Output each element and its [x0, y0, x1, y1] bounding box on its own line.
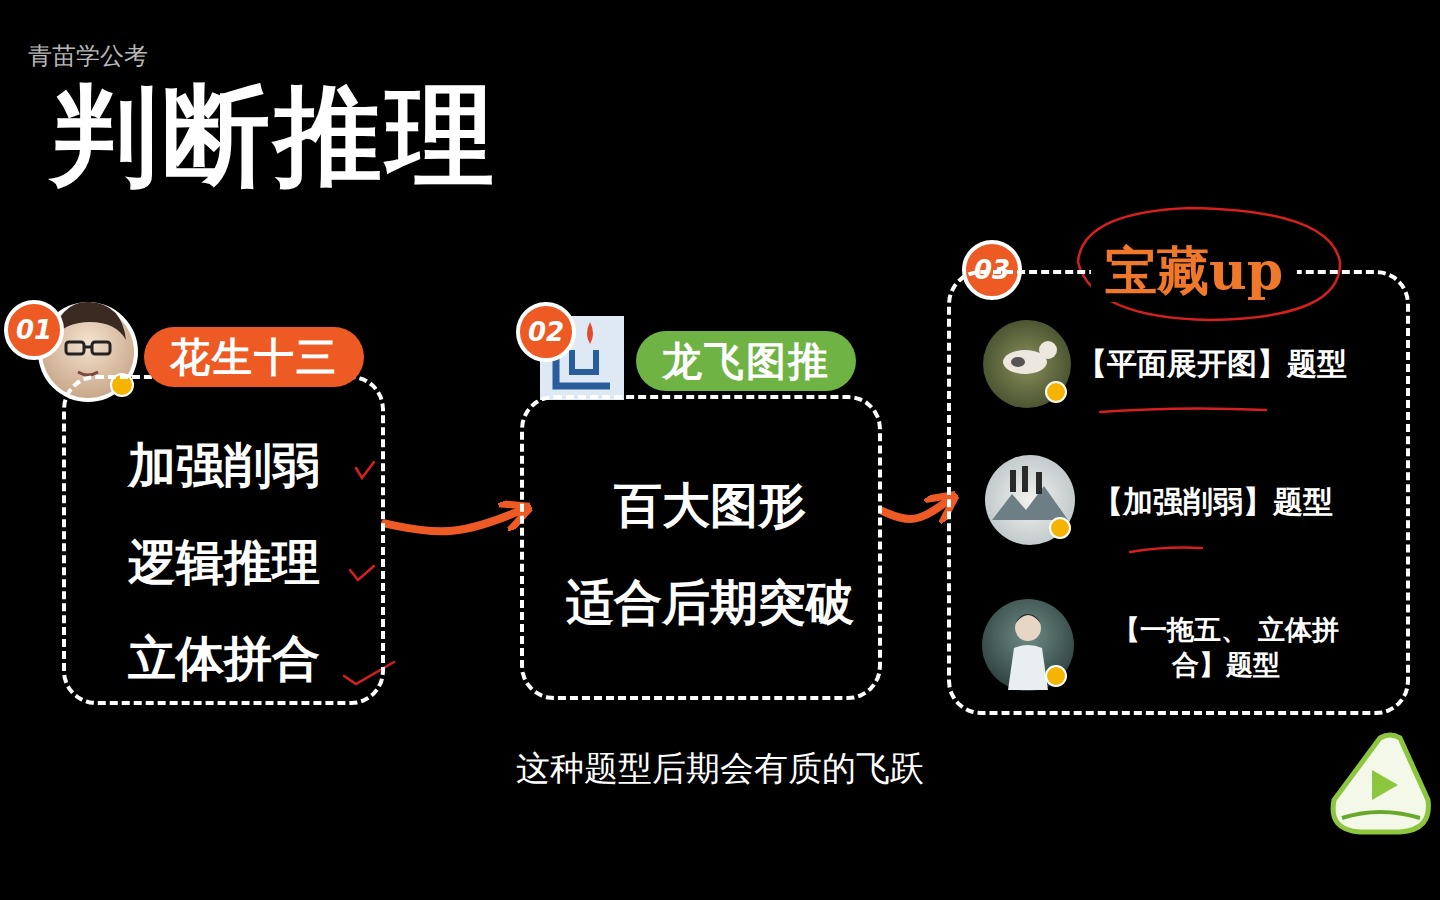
- brand-logo: [1333, 735, 1428, 832]
- flow-arrow: [385, 511, 520, 531]
- avatar: [982, 599, 1074, 691]
- avatar: [985, 455, 1075, 545]
- item-text: 立体拼合: [128, 630, 320, 688]
- dashed-group-box: 宝藏up【平面展开图】题型【加强削弱】题型【一拖五、 立体拼合】题型: [947, 270, 1410, 715]
- name-tag: 花生十三: [144, 327, 364, 387]
- item-text: 【一拖五、 立体拼合】题型: [1106, 612, 1346, 682]
- name-tag: 龙飞图推: [636, 331, 856, 391]
- group-heading: 宝藏up: [1091, 240, 1297, 302]
- callout-number: 02: [516, 302, 576, 362]
- callout-number: 01: [4, 300, 64, 360]
- item-text: 适合后期突破: [566, 574, 854, 632]
- avatar: [983, 320, 1071, 408]
- title: 判断推理: [50, 76, 498, 195]
- caption: 这种题型后期会有质的飞跃: [516, 748, 924, 789]
- item-text: 【加强削弱】题型: [1093, 484, 1333, 520]
- dashed-group-box: 龙飞图推百大图形适合后期突破: [520, 395, 882, 700]
- item-text: 加强削弱: [128, 437, 320, 495]
- annotation-mark: [344, 208, 1340, 684]
- item-text: 逻辑推理: [128, 534, 320, 592]
- item-text: 百大图形: [614, 477, 806, 535]
- watermark: 青苗学公考: [28, 40, 148, 72]
- item-text: 【平面展开图】题型: [1077, 346, 1347, 382]
- flow-arrow: [882, 501, 947, 519]
- dashed-group-box: 花生十三加强削弱逻辑推理立体拼合: [62, 375, 385, 705]
